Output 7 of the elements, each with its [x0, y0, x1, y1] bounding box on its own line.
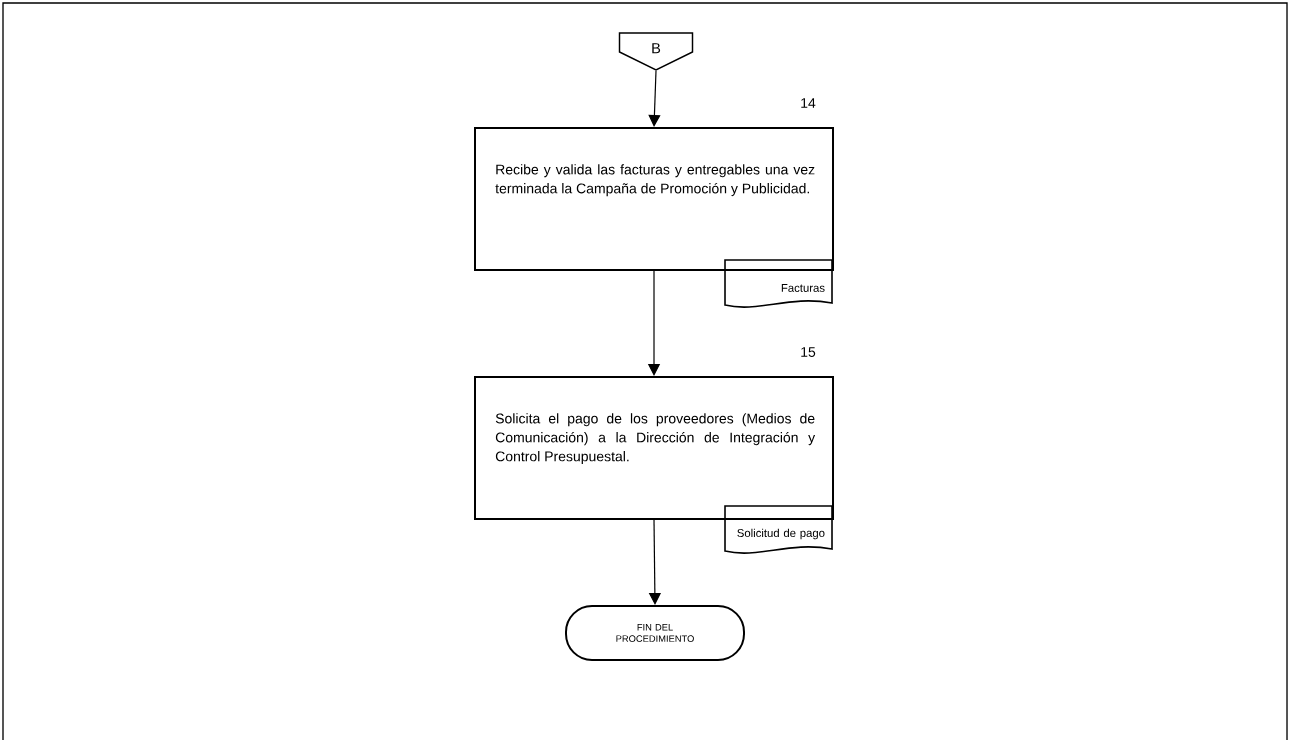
off-page-connector: B [618, 32, 694, 71]
process-box: Solicita el pago de los proveedores (Medios de Comunicación) a la Dirección de Integración y Control Presupuestal. [474, 376, 834, 520]
step-number: 15 [801, 347, 816, 357]
terminator: FIN DEL PROCEDIMIENTO [565, 605, 745, 661]
process-box: Recibe y valida las facturas y entregables una vez terminada la Campaña de Promoción y Publicidad. [474, 127, 834, 271]
arrow [648, 70, 661, 127]
step-number: 14 [801, 98, 816, 108]
